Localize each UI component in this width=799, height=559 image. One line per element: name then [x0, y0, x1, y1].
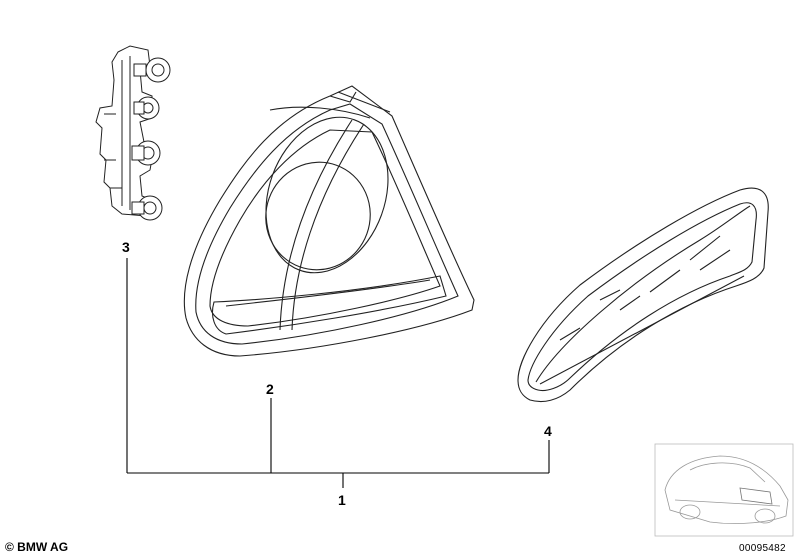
document-number: 00095482: [739, 543, 786, 554]
callout-part-2: 2: [266, 381, 274, 397]
callout-part-1: 1: [338, 492, 346, 508]
bulb-holder-part: [95, 45, 171, 221]
side-reflector-part: [517, 187, 769, 403]
callout-part-3: 3: [122, 239, 130, 255]
callout-part-4: 4: [544, 423, 552, 439]
tail-light-part: [183, 85, 475, 357]
copyright-label: © BMW AG: [5, 540, 69, 554]
leader-lines: [126, 258, 550, 488]
vehicle-thumbnail: [654, 443, 794, 537]
